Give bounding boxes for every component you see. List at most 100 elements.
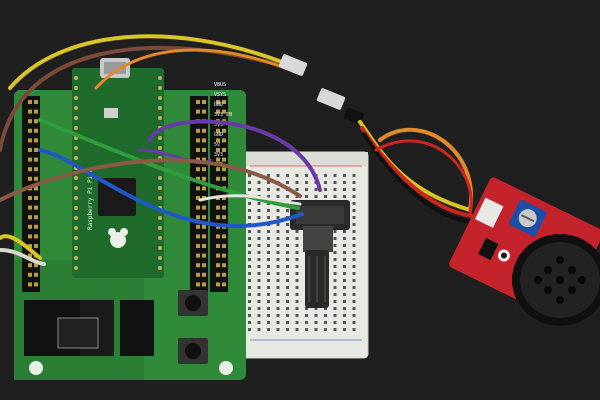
breadboard-hole [276,272,280,275]
breadboard-hole [276,293,280,296]
breadboard-hole [257,181,261,184]
breadboard-hole [343,251,346,254]
header-pin [216,148,220,152]
header-pin [34,109,38,114]
breadboard-hole [276,300,280,303]
breadboard-hole [248,314,251,317]
breadboard-hole [267,209,270,212]
breadboard-hole [267,188,270,191]
breadboard-hole [267,265,270,268]
breadboard-hole [267,251,270,254]
pico-pin [158,236,162,240]
breadboard-hole [333,174,337,177]
breadboard-hole [276,321,280,324]
header-pin [34,224,38,229]
wire-green [38,118,300,210]
header-pin [222,234,226,239]
pico-pin [74,236,78,240]
wire-yellow [8,34,284,90]
header-pin [28,119,32,124]
header-pin [216,263,220,268]
header-pin [196,100,200,104]
header-pin [28,128,32,133]
breadboard-hole [267,258,270,261]
breadboard-hole [305,307,308,310]
tactile-button-top [178,290,208,316]
breadboard-hole [286,244,289,247]
header-pin [28,205,32,210]
header-pin [202,215,206,220]
pin-label: GND [214,102,223,108]
pico-pin [74,176,78,180]
header-pin [222,263,226,268]
breadboard-hole [248,244,251,247]
breadboard-hole [286,230,289,233]
pico-pin [74,216,78,220]
breadboard-hole [343,272,346,275]
breadboard-hole [248,209,251,212]
header-pin [196,244,200,248]
wire-blue [38,148,304,228]
header-pin [196,215,200,220]
breadboard-hole [314,188,318,191]
pico-pin [158,256,162,260]
breadboard-hole [295,230,299,233]
header-pin [34,234,38,239]
breadboard-hole [276,174,280,177]
breadboard-hole [267,195,270,198]
header-pin [28,224,32,229]
breadboard-hole [343,181,346,184]
grill-hole [556,296,564,304]
breadboard-hole [324,181,327,184]
breadboard-hole [324,307,327,310]
breadboard-hole [314,328,318,331]
header-pin [34,196,38,200]
pico-pin [158,146,162,150]
breadboard-hole [248,321,251,324]
header-pin [34,176,38,181]
breadboard-hole [305,314,308,317]
breadboard-hole [276,251,280,254]
grill-hole [544,266,552,274]
breadboard-hole [257,300,261,303]
breadboard-hole [286,223,289,226]
header-pin [196,196,200,200]
breadboard-hole [324,314,327,317]
breadboard-hole [352,174,356,177]
cable-connectors [278,54,364,125]
breadboard-hole [267,314,270,317]
breadboard-hole [276,328,280,331]
pico-pin [74,76,78,80]
breadboard-hole [352,300,356,303]
breadboard-hole [343,293,346,296]
breadboard-hole [333,244,337,247]
header-pin [202,224,206,229]
header-pin [216,109,220,114]
breadboard-hole [257,328,261,331]
breadboard-hole [295,321,299,324]
breadboard-hole [343,328,346,331]
breadboard-hole [305,328,308,331]
header-pin [222,176,226,181]
header-pin [28,253,32,258]
header-pin [196,272,200,277]
breadboard-hole [276,237,280,240]
breadboard-hole [352,321,356,324]
breadboard-hole [257,209,261,212]
breadboard-hole [352,195,356,198]
header-pin [196,224,200,229]
pico-pin [74,126,78,130]
breadboard-hole [305,321,308,324]
wire-yellow-left [0,234,42,260]
pin-label: 3V3_EN [214,112,232,118]
breadboard-hole [257,244,261,247]
breadboard-hole [314,307,318,310]
header-pin [222,272,226,277]
breadboard-hole [267,244,270,247]
wire-white-b [198,194,302,206]
header-pin [34,244,38,248]
breadboard-hole [276,279,280,282]
header-pin [222,215,226,220]
header-pin [216,128,220,133]
header-pin [28,176,32,181]
